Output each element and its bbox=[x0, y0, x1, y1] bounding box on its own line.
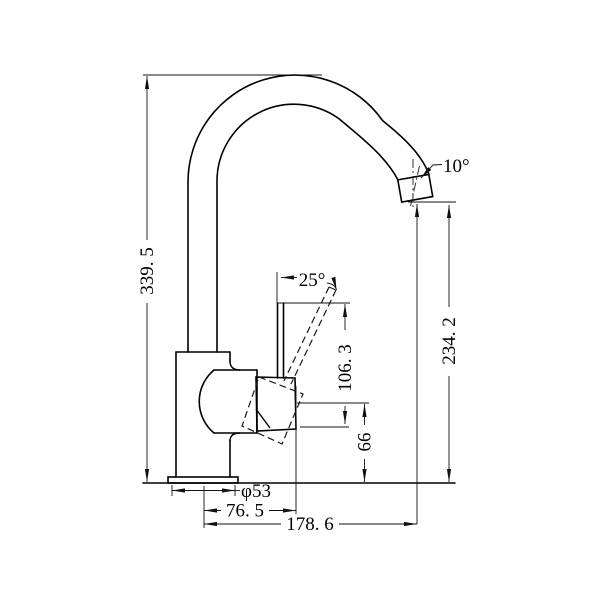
dim-spout-reach: 178. 6 bbox=[204, 514, 417, 535]
dim-outlet-angle: 10° bbox=[420, 156, 470, 179]
dim-label-center-to-handle: 76. 5 bbox=[226, 501, 264, 522]
dim-label-lever-top-height: 106. 3 bbox=[335, 344, 356, 392]
dim-label-base-diameter: φ53 bbox=[241, 481, 271, 502]
dim-lever-top-height: 106. 3 bbox=[335, 304, 356, 424]
dim-label-lever-angle: 25° bbox=[299, 270, 326, 291]
handle-lever-up bbox=[255, 302, 297, 432]
dim-base-diameter: φ53 bbox=[172, 481, 271, 502]
spout-outline bbox=[187, 74, 430, 353]
extension-lines bbox=[143, 74, 456, 528]
dim-lever-angle: 25° bbox=[281, 270, 337, 291]
dim-label-spout-reach: 178. 6 bbox=[286, 514, 334, 535]
dim-overall-height: 339. 5 bbox=[137, 76, 158, 482]
dim-label-outlet-height: 234. 2 bbox=[439, 317, 460, 365]
dim-label-outlet-angle: 10° bbox=[443, 156, 470, 177]
aerator-centerlines bbox=[410, 159, 420, 209]
dim-label-pivot-height: 66 bbox=[355, 433, 376, 452]
aerator bbox=[396, 173, 434, 203]
body-outline bbox=[167, 351, 258, 484]
dim-outlet-height: 234. 2 bbox=[439, 205, 460, 482]
dim-label-overall-height: 339. 5 bbox=[137, 247, 158, 295]
dim-center-to-handle: 76. 5 bbox=[204, 501, 296, 522]
dim-pivot-height: 66 bbox=[355, 404, 376, 482]
